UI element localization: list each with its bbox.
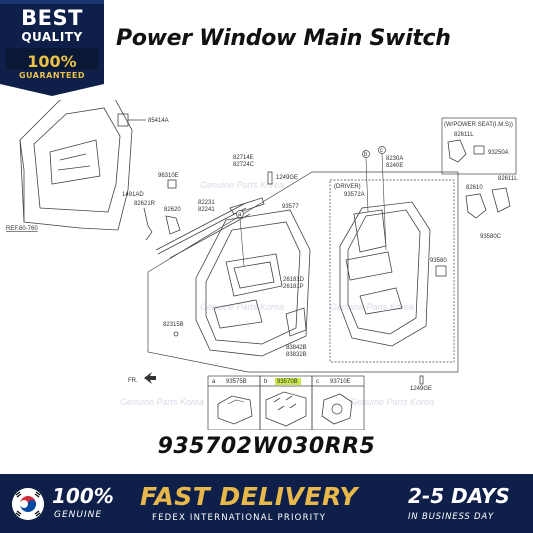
legend-box-c — [311, 375, 365, 430]
callout-a: a — [238, 212, 242, 218]
label-82714e: 82714E — [233, 155, 254, 161]
driver-inset-box — [329, 179, 455, 363]
genuine-label: GENUINE — [54, 510, 103, 520]
label-wpower: (W/POWER SEAT(I.M.S)) — [444, 122, 513, 128]
label-1249ge: 1249GE — [276, 175, 298, 181]
fast-delivery: FAST DELIVERY — [140, 482, 359, 511]
outside-handle-icon — [465, 193, 487, 219]
switch-a-icon — [217, 395, 253, 425]
badge-shape — [0, 0, 104, 96]
callout-c: c — [380, 148, 383, 154]
label-1491ad: 1491AD — [122, 192, 144, 198]
speaker-bracket-icon — [167, 179, 177, 189]
label-82611l: 82611L — [498, 176, 518, 182]
label-82621r: 82621R — [134, 201, 156, 207]
label-26181d: 26181D — [283, 277, 305, 283]
parts-diagram: Genuine Parts Korea Genuine Parts Korea … — [6, 100, 518, 430]
label-82231: 82231 — [198, 200, 215, 206]
best-quality-badge: BEST QUALITY 100% GUARANTEED — [0, 0, 104, 96]
watermark-7: Genuine Parts Korea — [120, 397, 204, 407]
product-title: Power Window Main Switch — [116, 26, 451, 51]
badge-percent: 100% — [27, 52, 77, 71]
label-driver: (DRIVER) — [334, 184, 361, 190]
badge-guaranteed: GUARANTEED — [18, 71, 86, 80]
switch-c-icon — [321, 393, 353, 425]
label-93580c: 93580C — [480, 234, 502, 240]
callout-a-icon — [236, 210, 244, 218]
label-85414a: 85414A — [148, 118, 169, 124]
legend-c-letter: c — [316, 379, 319, 385]
screw-icon — [267, 171, 273, 185]
door-frame — [19, 100, 146, 231]
label-8230a: 8230A — [386, 156, 403, 162]
clip-icon — [173, 331, 179, 337]
label-82620: 82620 — [164, 207, 181, 213]
power-seat-inset-box — [441, 117, 517, 175]
label-82724c: 82724C — [233, 162, 255, 168]
label-82241: 82241 — [198, 207, 215, 213]
watermark-1: Genuine Parts Korea — [110, 100, 194, 102]
korea-flag-icon — [12, 488, 44, 520]
switch-assy-icon — [435, 265, 447, 277]
trim-outline — [147, 171, 459, 373]
label-ref: REF.60-760 — [6, 226, 38, 232]
label-26181p: 26181P — [283, 284, 304, 290]
handle-part-icon — [143, 207, 153, 241]
label-93572a: 93572A — [344, 192, 365, 198]
callout-b: b — [364, 152, 368, 158]
leader-line-c — [381, 153, 387, 251]
label-82610: 82610 — [466, 185, 483, 191]
leader-line-a — [239, 217, 245, 267]
delivery-days: 2-5 DAYS — [408, 484, 510, 508]
label-82315b: 82315B — [163, 322, 184, 328]
inside-handle-icon — [165, 215, 181, 235]
watermark-6: Genuine Parts Korea — [330, 302, 414, 312]
label-93250a: 93250A — [488, 150, 509, 156]
legend-b-code: 93570B — [277, 379, 298, 385]
badge-quality: QUALITY — [21, 30, 83, 44]
label-83832b: 83832B — [286, 352, 307, 358]
watermark-8: Genuine Parts Korea — [350, 397, 434, 407]
watermark-5: Genuine Parts Korea — [200, 302, 284, 312]
watermark-4: Genuine Parts Korea — [200, 180, 284, 190]
label-fr: FR. — [128, 378, 138, 384]
bottom-screw-icon — [419, 375, 424, 385]
legend-a-code: 93575B — [226, 379, 247, 385]
handle-cover-icon — [491, 187, 511, 213]
seat-handle-icon — [447, 139, 467, 163]
garnish-icon — [229, 197, 265, 215]
leader-line-b — [365, 157, 369, 213]
trim-bracket-icon — [285, 307, 307, 337]
badge-best: BEST — [21, 6, 83, 30]
footer-banner: 100% GENUINE FAST DELIVERY FEDEX INTERNA… — [0, 474, 533, 533]
genuine-percent: 100% — [52, 484, 114, 508]
legend-a-letter: a — [212, 379, 216, 385]
label-82611l-top: 82611L — [454, 132, 474, 138]
seat-switch-icon — [473, 145, 485, 155]
label-83842b: 83842B — [286, 345, 307, 351]
front-arrow-icon — [144, 372, 156, 384]
part-number: 935702W030RR5 — [157, 434, 376, 459]
label-93580: 93580 — [430, 258, 447, 264]
legend-c-code: 93710E — [330, 379, 351, 385]
carrier-label: FEDEX INTERNATIONAL PRIORITY — [152, 513, 327, 523]
label-93577: 93577 — [282, 204, 299, 210]
callout-b-icon — [362, 150, 370, 158]
door-trim-panel — [195, 209, 311, 357]
callout-c-icon — [378, 146, 386, 154]
label-8240e: 8240E — [386, 163, 403, 169]
business-day-label: IN BUSINESS DAY — [408, 512, 494, 522]
main-switch-icon — [265, 391, 307, 427]
label-96310e: 96310E — [158, 173, 179, 179]
label-1249ge-bottom: 1249GE — [410, 386, 432, 392]
legend-b-letter: b — [264, 379, 268, 385]
